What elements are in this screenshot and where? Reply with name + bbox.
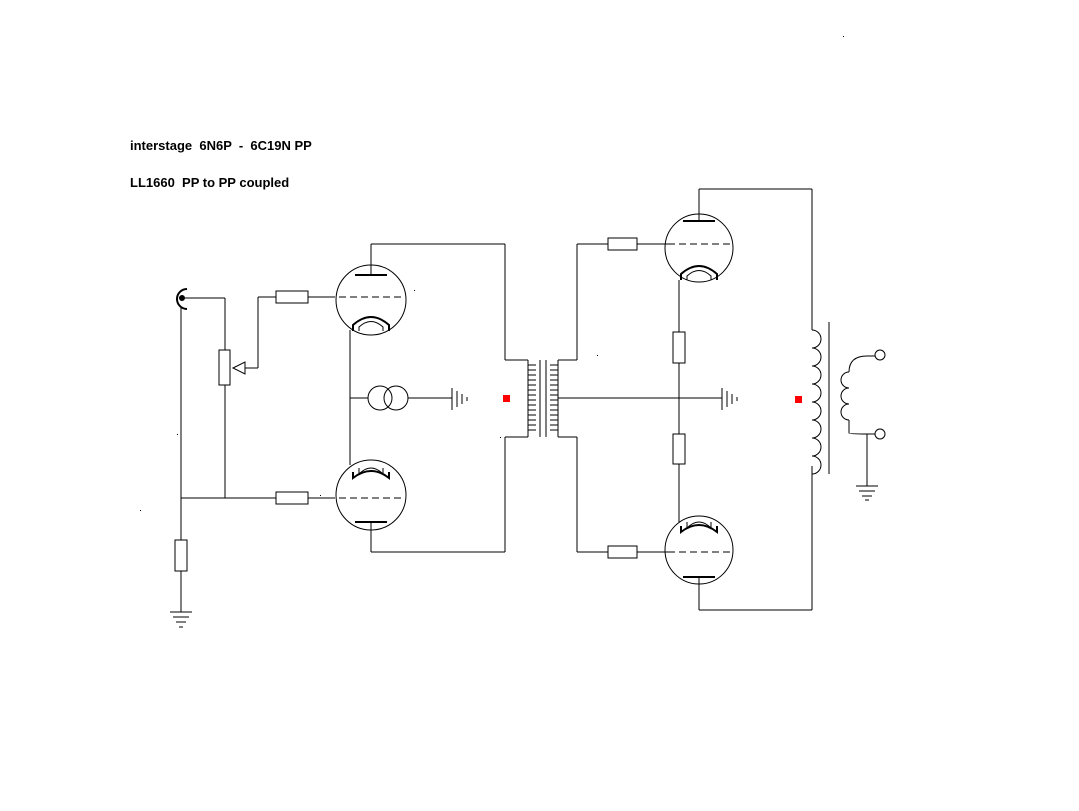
input-anode-wiring — [370, 243, 528, 553]
ground-symbol-input — [170, 611, 192, 628]
ground-symbol-cathode — [451, 388, 468, 410]
output-transformer-primary — [811, 322, 830, 475]
grid-resistor-lower — [275, 491, 309, 505]
cathode-resistor-upper — [672, 331, 686, 364]
output-anode-wiring — [698, 188, 813, 611]
grid-resistor-upper — [275, 290, 309, 304]
grid-resistor-output-upper — [607, 237, 638, 251]
triode-output-upper — [664, 213, 734, 283]
cathode-resistor-lower — [672, 433, 686, 465]
input-wiring — [180, 297, 277, 612]
volume-potentiometer — [218, 296, 276, 386]
ground-symbol-centertap — [721, 388, 738, 410]
input-jack — [176, 288, 188, 310]
diagram-subtitle: LL1660 PP to PP coupled — [130, 175, 290, 190]
cathode-current-source — [349, 330, 452, 465]
interstage-transformer — [527, 360, 559, 437]
interstage-secondary-wiring — [558, 243, 722, 553]
output-transformer-secondary — [840, 355, 875, 486]
phase-dot-marker-output — [795, 396, 802, 403]
grid-resistor-output-lower — [607, 545, 638, 559]
triode-input-lower — [335, 459, 407, 531]
phase-dot-marker-interstage — [503, 395, 510, 402]
diagram-title: interstage 6N6P - 6C19N PP — [130, 138, 312, 153]
speaker-terminal-hot — [874, 349, 886, 361]
ground-symbol-output — [856, 485, 878, 501]
grid-leak-resistor — [174, 539, 188, 572]
triode-input-upper — [335, 264, 407, 336]
speaker-terminal-ground — [874, 428, 886, 440]
triode-output-lower — [664, 515, 734, 585]
